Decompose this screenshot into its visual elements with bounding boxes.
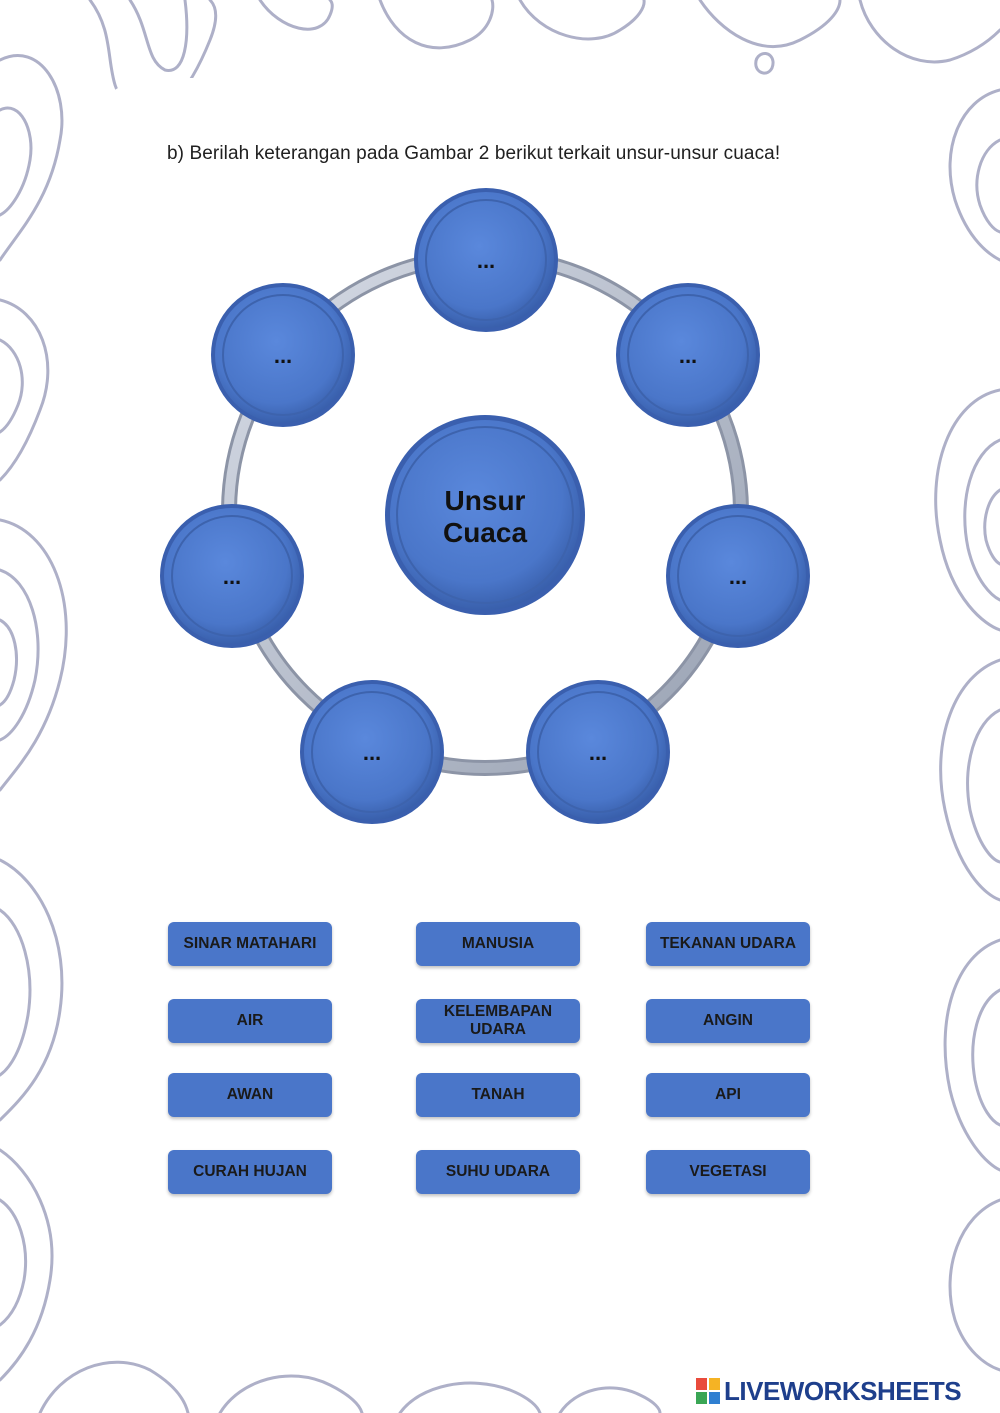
answer-slot-1-label: ... xyxy=(477,248,495,273)
answer-slot-3-label: ... xyxy=(679,343,697,368)
option-angin[interactable]: ANGIN xyxy=(646,999,810,1043)
option-curah-hujan[interactable]: CURAH HUJAN xyxy=(168,1150,332,1194)
option-tekanan-udara[interactable]: TEKANAN UDARA xyxy=(646,922,810,966)
answer-slot-5-label: ... xyxy=(729,564,747,589)
answer-slot-2[interactable]: ... xyxy=(211,283,355,427)
option-api[interactable]: API xyxy=(646,1073,810,1117)
option-awan[interactable]: AWAN xyxy=(168,1073,332,1117)
answer-slot-4-label: ... xyxy=(223,564,241,589)
option-air[interactable]: AIR xyxy=(168,999,332,1043)
center-label-line1: Unsur xyxy=(445,485,526,516)
answer-slot-6[interactable]: ... xyxy=(300,680,444,824)
option-vegetasi[interactable]: VEGETASI xyxy=(646,1150,810,1194)
answer-slot-1[interactable]: ... xyxy=(414,188,558,332)
answer-slot-6-label: ... xyxy=(363,740,381,765)
answer-slot-2-label: ... xyxy=(274,343,292,368)
answer-slot-3[interactable]: ... xyxy=(616,283,760,427)
answer-slot-7[interactable]: ... xyxy=(526,680,670,824)
liveworksheets-logo-text: LIVEWORKSHEETS xyxy=(724,1375,962,1406)
option-tanah[interactable]: TANAH xyxy=(416,1073,580,1117)
liveworksheets-logo: LIVEWORKSHEETS xyxy=(695,1374,962,1408)
option-manusia[interactable]: MANUSIA xyxy=(416,922,580,966)
weather-elements-diagram: Unsur Cuaca ... ... ... ... ... ... xyxy=(160,188,810,824)
answer-slot-5[interactable]: ... xyxy=(666,504,810,648)
instruction-text: b) Berilah keterangan pada Gambar 2 beri… xyxy=(167,143,781,164)
option-sinar-matahari[interactable]: SINAR MATAHARI xyxy=(168,922,332,966)
center-node: Unsur Cuaca xyxy=(385,415,585,615)
answer-slot-7-label: ... xyxy=(589,740,607,765)
liveworksheets-logo-icon xyxy=(696,1378,720,1404)
option-kelembapan-udara[interactable]: KELEMBAPAN UDARA xyxy=(416,999,580,1043)
answer-slot-4[interactable]: ... xyxy=(160,504,304,648)
option-suhu-udara[interactable]: SUHU UDARA xyxy=(416,1150,580,1194)
center-label-line2: Cuaca xyxy=(443,517,527,548)
